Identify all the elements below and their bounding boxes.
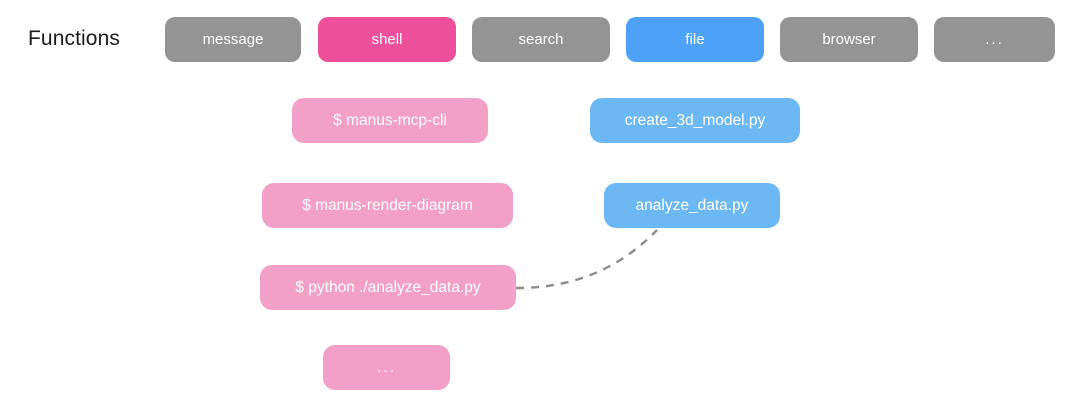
category-pill-label: ... <box>985 31 1004 48</box>
shell-command-label: $ manus-render-diagram <box>302 196 473 214</box>
shell-command-bubble[interactable]: $ manus-render-diagram <box>262 183 513 228</box>
file-item-bubble[interactable]: create_3d_model.py <box>590 98 800 143</box>
category-pill-label: browser <box>822 31 876 48</box>
category-pill-browser[interactable]: browser <box>780 17 918 62</box>
connector-path <box>515 229 658 290</box>
file-item-label: analyze_data.py <box>635 196 749 214</box>
category-pill-label: file <box>685 31 705 48</box>
category-pill-label: search <box>518 31 564 48</box>
category-pill-shell[interactable]: shell <box>318 17 456 62</box>
shell-command-label: ... <box>377 358 396 376</box>
shell-command-label: $ python ./analyze_data.py <box>295 278 481 296</box>
category-pill-search[interactable]: search <box>472 17 610 62</box>
shell-command-bubble[interactable]: $ manus-mcp-cli <box>292 98 488 143</box>
category-pill-file[interactable]: file <box>626 17 764 62</box>
category-pill-label: message <box>202 31 264 48</box>
file-item-bubble[interactable]: analyze_data.py <box>604 183 780 228</box>
shell-command-bubble-more[interactable]: ... <box>323 345 450 390</box>
shell-command-label: $ manus-mcp-cli <box>333 111 447 129</box>
page-title: Functions <box>28 27 120 50</box>
category-pill-more[interactable]: ... <box>934 17 1055 62</box>
category-pill-message[interactable]: message <box>165 17 301 62</box>
file-item-label: create_3d_model.py <box>624 111 766 129</box>
category-pill-label: shell <box>371 31 403 48</box>
shell-command-bubble[interactable]: $ python ./analyze_data.py <box>260 265 516 310</box>
